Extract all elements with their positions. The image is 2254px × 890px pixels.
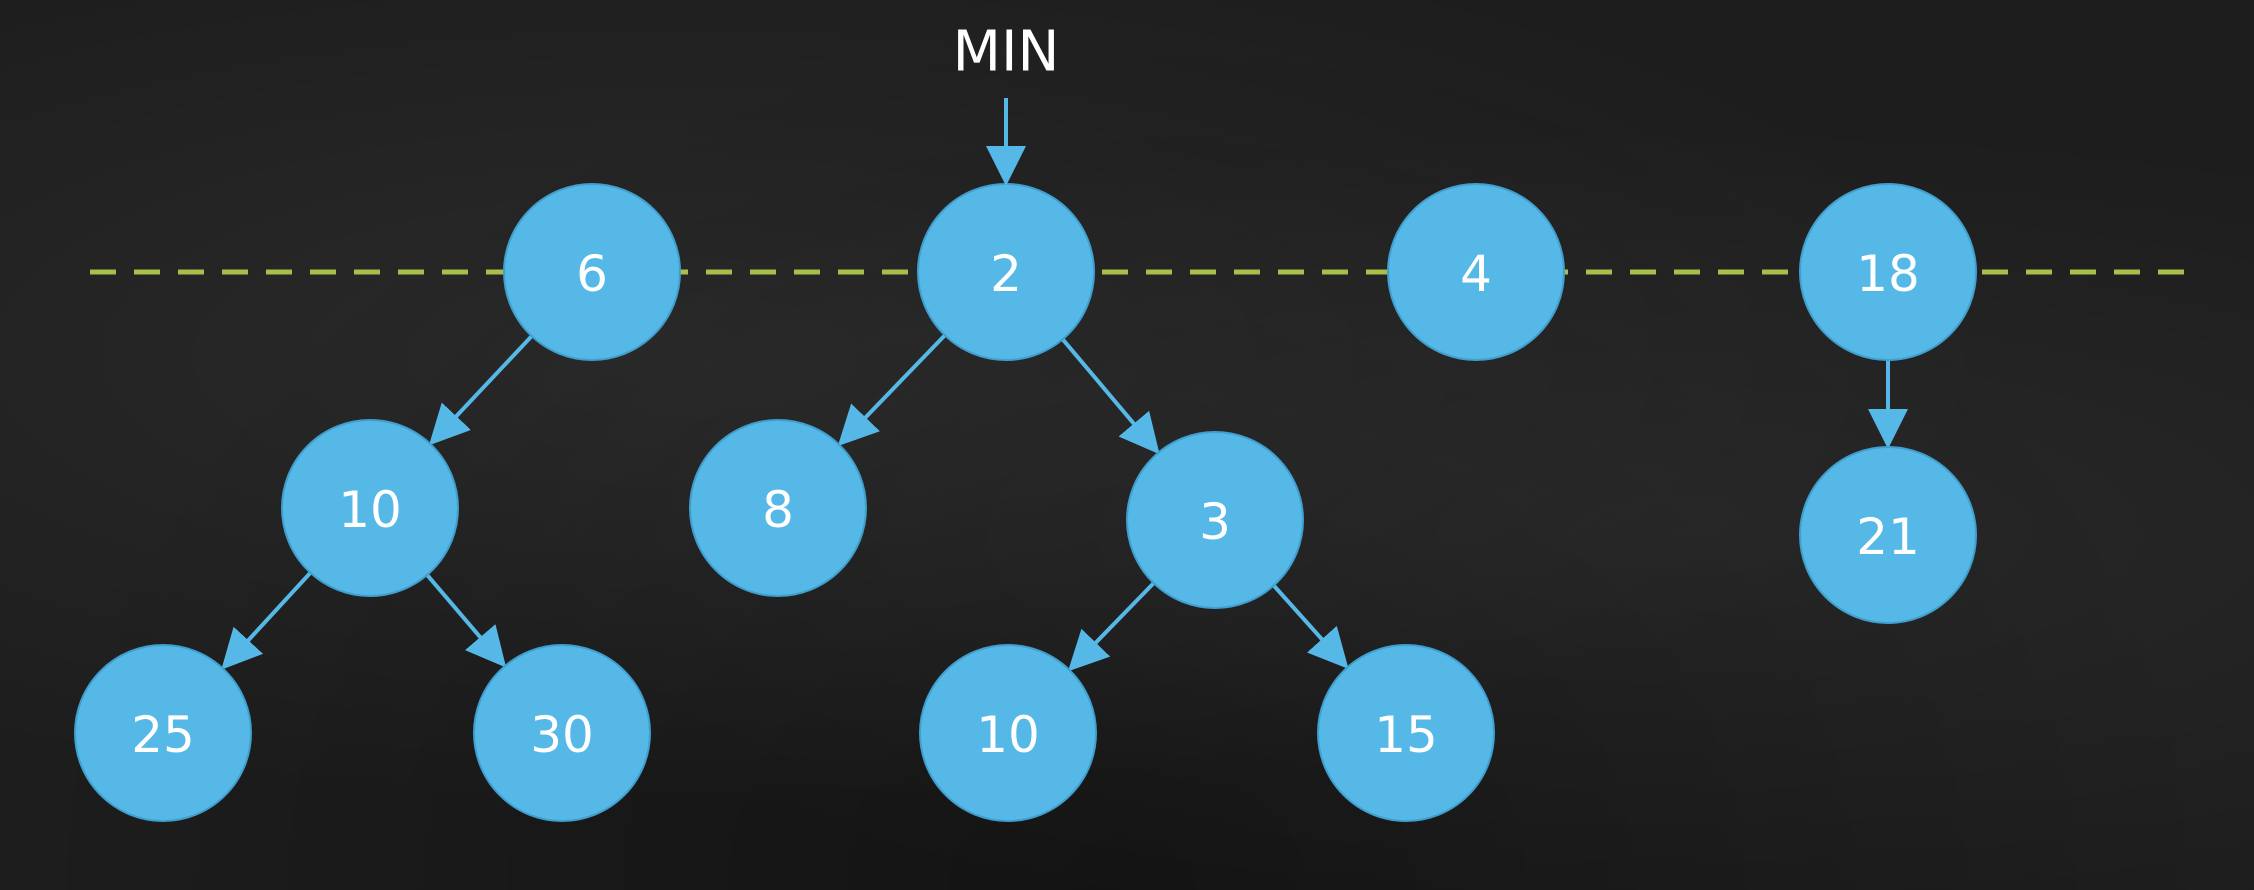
node-circle (689, 419, 867, 597)
root-node-2: 2 (917, 183, 1095, 361)
tree-node-21: 21 (1799, 446, 1977, 624)
root-node-4: 4 (1387, 183, 1565, 361)
node-circle (473, 644, 651, 822)
nodes-layer: 6 10 25 30 2 8 3 10 15 4 18 21 (74, 183, 1977, 822)
tree-node-10: 10 (919, 644, 1097, 822)
tree-node-15: 15 (1317, 644, 1495, 822)
node-label: 10 (976, 706, 1040, 764)
node-circle (503, 183, 681, 361)
tree-node-30: 30 (473, 644, 651, 822)
edge-3-to-10 (1067, 581, 1156, 672)
tree-node-25: 25 (74, 644, 252, 822)
min-pointer: MIN (953, 20, 1060, 186)
node-label: 8 (762, 481, 794, 539)
edge-2-to-3 (1061, 338, 1160, 455)
node-label: 30 (530, 706, 594, 764)
node-label: 4 (1460, 245, 1492, 303)
node-circle (1317, 644, 1495, 822)
node-label: 6 (576, 245, 608, 303)
node-label: 2 (990, 245, 1022, 303)
node-label: 3 (1199, 493, 1231, 551)
node-circle (919, 644, 1097, 822)
node-circle (1126, 431, 1304, 609)
root-node-18: 18 (1799, 183, 1977, 361)
node-label: 25 (131, 706, 195, 764)
min-pointer-label: MIN (953, 20, 1060, 85)
node-circle (74, 644, 252, 822)
node-circle (1799, 183, 1977, 361)
node-circle (1387, 183, 1565, 361)
edge-3-to-15 (1272, 584, 1349, 669)
node-circle (1799, 446, 1977, 624)
tree-node-8: 8 (689, 419, 867, 597)
node-label: 15 (1374, 706, 1438, 764)
edge-10-to-25 (221, 571, 312, 670)
root-node-6: 6 (503, 183, 681, 361)
edge-2-to-8 (837, 333, 947, 447)
tree-node-10: 10 (281, 419, 459, 597)
edge-6-to-10 (428, 334, 534, 446)
node-label: 10 (338, 481, 402, 539)
edges-layer (221, 333, 1908, 672)
edge-10-to-30 (425, 573, 507, 668)
tree-node-3: 3 (1126, 431, 1304, 609)
node-circle (281, 419, 459, 597)
node-label: 21 (1856, 508, 1920, 566)
node-label: 18 (1856, 245, 1920, 303)
